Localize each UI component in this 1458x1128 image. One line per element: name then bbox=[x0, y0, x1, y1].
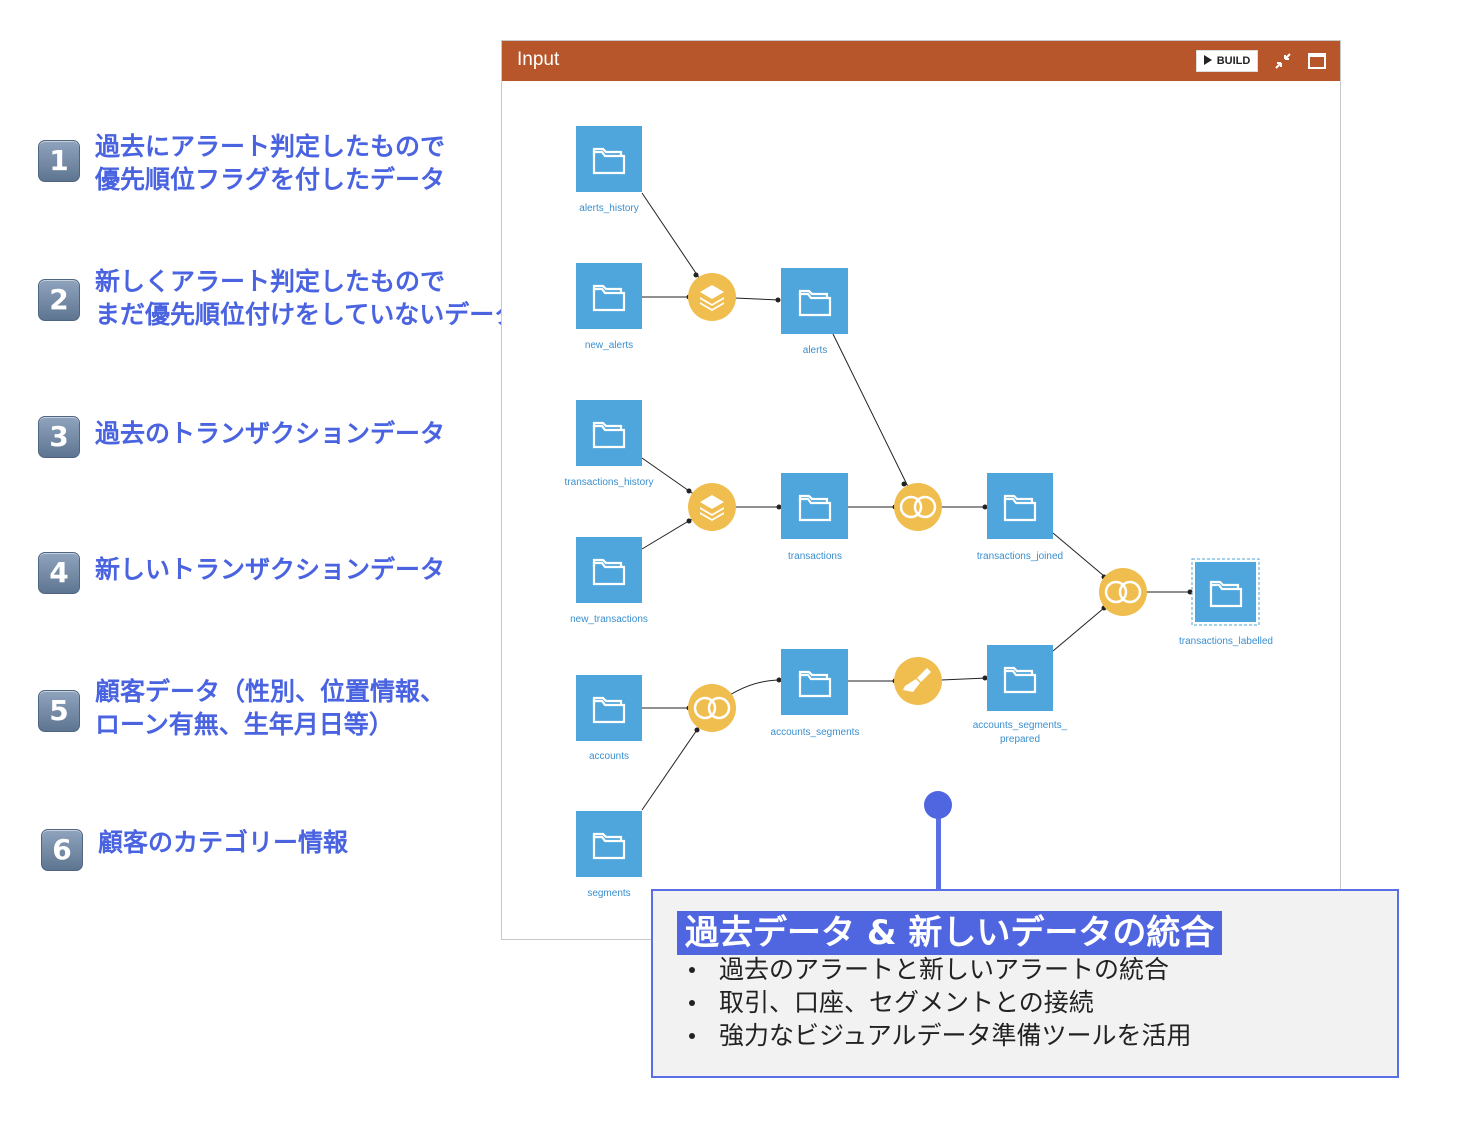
callout-bullet: 取引、口座、セグメントとの接続 bbox=[689, 986, 1192, 1019]
build-button[interactable]: BUILD bbox=[1196, 50, 1258, 72]
number-badge: 6 bbox=[41, 829, 83, 871]
number-badge: 3 bbox=[38, 416, 80, 458]
callout-pin-stem bbox=[936, 806, 941, 890]
play-icon bbox=[1203, 55, 1212, 65]
flow-panel: Input BUILD bbox=[501, 40, 1341, 940]
bullet-dot bbox=[689, 1033, 695, 1039]
callout-pin-head bbox=[924, 791, 952, 819]
legend-line: 過去にアラート判定したもので bbox=[95, 132, 446, 161]
number-badge: 4 bbox=[38, 552, 80, 594]
bullet-dot bbox=[689, 967, 695, 973]
legend-line: 新しいトランザクションデータ bbox=[95, 555, 446, 584]
callout-box: 過去データ & 新しいデータの統合 過去のアラートと新しいアラートの統合 取引、… bbox=[651, 889, 1399, 1078]
legend-line: 新しくアラート判定したもので bbox=[95, 267, 446, 296]
legend-line: 顧客のカテゴリー情報 bbox=[98, 828, 349, 857]
callout-bullet: 強力なビジュアルデータ準備ツールを活用 bbox=[689, 1019, 1192, 1052]
legend-line: ローン有無、生年月日等） bbox=[95, 710, 394, 739]
number-badge: 1 bbox=[38, 140, 80, 182]
callout-bullet: 過去のアラートと新しいアラートの統合 bbox=[689, 953, 1192, 986]
callout-title: 過去データ & 新しいデータの統合 bbox=[677, 911, 1223, 955]
number-badge: 2 bbox=[38, 279, 80, 321]
number-badge: 5 bbox=[38, 690, 80, 732]
legend-item-1: 1 過去にアラート判定したもので 優先順位フラグを付したデータ bbox=[38, 132, 446, 196]
legend-line: 過去のトランザクションデータ bbox=[95, 419, 446, 448]
bullet-text: 強力なビジュアルデータ準備ツールを活用 bbox=[719, 1021, 1192, 1050]
collapse-icon[interactable] bbox=[1273, 51, 1293, 71]
legend-item-3: 3 過去のトランザクションデータ bbox=[38, 416, 445, 458]
maximize-icon[interactable] bbox=[1307, 51, 1327, 71]
legend-line: 優先順位フラグを付したデータ bbox=[95, 165, 446, 194]
build-label: BUILD bbox=[1216, 55, 1251, 67]
bullet-dot bbox=[689, 1000, 695, 1006]
legend-item-5: 5 顧客データ（性別、位置情報、 ローン有無、生年月日等） bbox=[38, 677, 445, 741]
bullet-text: 過去のアラートと新しいアラートの統合 bbox=[719, 955, 1170, 984]
panel-title: Input bbox=[517, 49, 560, 70]
legend-item-2: 2 新しくアラート判定したもので まだ優先順位付けをしていないデータ bbox=[38, 267, 520, 331]
panel-header: Input BUILD bbox=[502, 41, 1340, 81]
legend-line: まだ優先順位付けをしていないデータ bbox=[95, 300, 520, 329]
callout-list: 過去のアラートと新しいアラートの統合 取引、口座、セグメントとの接続 強力なビジ… bbox=[689, 953, 1192, 1052]
bullet-text: 取引、口座、セグメントとの接続 bbox=[719, 988, 1094, 1017]
legend-item-4: 4 新しいトランザクションデータ bbox=[38, 552, 445, 594]
legend-line: 顧客データ（性別、位置情報、 bbox=[95, 677, 446, 706]
legend-item-6: 6 顧客のカテゴリー情報 bbox=[41, 828, 349, 871]
